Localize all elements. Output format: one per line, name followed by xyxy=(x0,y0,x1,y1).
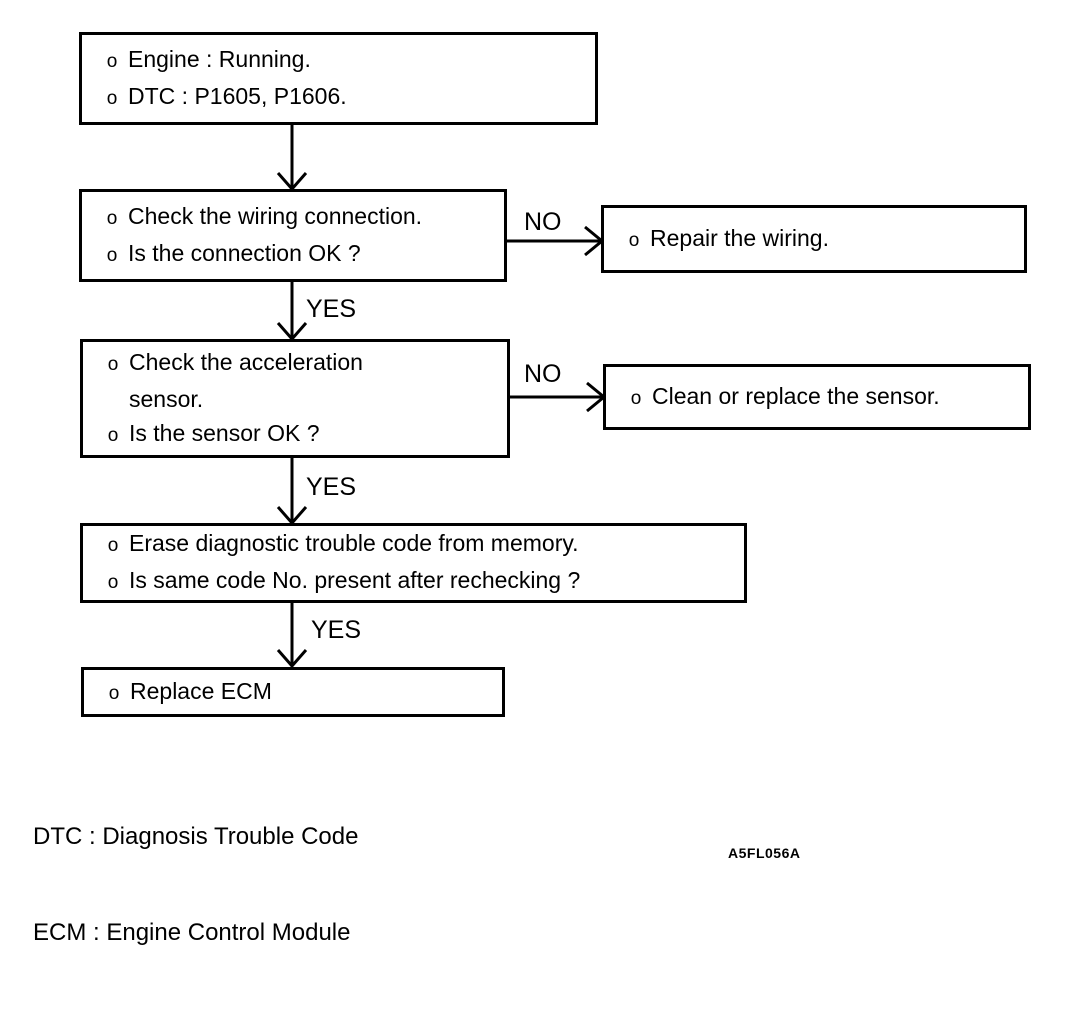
box-line: o DTC : P1605, P1606. xyxy=(96,79,595,116)
box-line-text: Clean or replace the sensor. xyxy=(652,382,940,409)
figure-code: A5FL056A xyxy=(728,845,801,861)
flow-box-check-wiring: o Check the wiring connection. o Is the … xyxy=(79,189,507,282)
bullet-marker-icon: o xyxy=(106,244,118,266)
box-line-text: Engine : Running. xyxy=(128,45,311,72)
bullet-marker-icon: o xyxy=(106,50,118,72)
box-line-text: Replace ECM xyxy=(130,677,272,704)
bullet-marker-icon: o xyxy=(630,387,642,409)
flow-box-erase-code: o Erase diagnostic trouble code from mem… xyxy=(80,523,747,603)
edge-label-no-wiring: NO xyxy=(524,208,562,236)
box-line-text: Erase diagnostic trouble code from memor… xyxy=(129,530,579,556)
box-line: o Clean or replace the sensor. xyxy=(620,379,1028,416)
box-line: o Engine : Running. xyxy=(96,42,595,79)
edge-label-yes-erase: YES xyxy=(311,616,362,644)
box-line-text: Repair the wiring. xyxy=(650,224,829,251)
box-line: o Is same code No. present after recheck… xyxy=(97,563,744,600)
flowchart-canvas: o Engine : Running. o DTC : P1605, P1606… xyxy=(33,32,1031,946)
bullet-marker-icon: o xyxy=(107,424,119,446)
box-line: o Check the wiring connection. xyxy=(96,199,504,236)
box-line-text: Is the sensor OK ? xyxy=(129,419,320,446)
box-line: o Is the connection OK ? xyxy=(96,236,504,273)
edge-label-yes-wiring: YES xyxy=(306,295,357,323)
box-line: o Erase diagnostic trouble code from mem… xyxy=(97,526,744,563)
flow-box-check-sensor: o Check the acceleration sensor. o Is th… xyxy=(80,339,510,458)
legend-line-dtc: DTC : Diagnosis Trouble Code xyxy=(33,823,359,850)
box-line-text: Is same code No. present after recheckin… xyxy=(129,567,581,593)
connector-start-to-wiring xyxy=(276,125,308,192)
bullet-marker-icon: o xyxy=(108,682,120,704)
box-line-text: sensor. xyxy=(129,385,204,412)
connector-erase-yes-to-ecm xyxy=(276,603,308,669)
box-line-text: Check the wiring connection. xyxy=(128,202,423,229)
box-line: o Check the acceleration xyxy=(97,345,507,382)
edge-label-no-sensor: NO xyxy=(524,360,562,388)
box-line-text: Check the acceleration xyxy=(129,348,363,375)
box-line-text: DTC : P1605, P1606. xyxy=(128,82,347,109)
flow-box-clean-replace-sensor: o Clean or replace the sensor. xyxy=(603,364,1031,430)
bullet-marker-icon: o xyxy=(628,229,640,251)
flow-box-replace-ecm: o Replace ECM xyxy=(81,667,505,717)
box-line: o Replace ECM xyxy=(98,674,502,711)
box-line-continuation: sensor. xyxy=(97,382,507,416)
box-line: o Is the sensor OK ? xyxy=(97,416,507,453)
flow-box-repair-wiring: o Repair the wiring. xyxy=(601,205,1027,273)
bullet-marker-icon: o xyxy=(106,207,118,229)
box-line-text: Is the connection OK ? xyxy=(128,239,361,266)
edge-label-yes-sensor: YES xyxy=(306,473,357,501)
box-line: o Repair the wiring. xyxy=(618,221,1024,258)
bullet-marker-icon: o xyxy=(106,87,118,109)
bullet-marker-icon: o xyxy=(107,353,119,375)
flow-box-start-conditions: o Engine : Running. o DTC : P1605, P1606… xyxy=(79,32,598,125)
bullet-marker-icon: o xyxy=(107,572,119,593)
bullet-marker-icon: o xyxy=(107,535,119,556)
abbreviation-legend: DTC : Diagnosis Trouble Code ECM : Engin… xyxy=(33,757,358,1013)
legend-line-ecm: ECM : Engine Control Module xyxy=(33,919,351,946)
